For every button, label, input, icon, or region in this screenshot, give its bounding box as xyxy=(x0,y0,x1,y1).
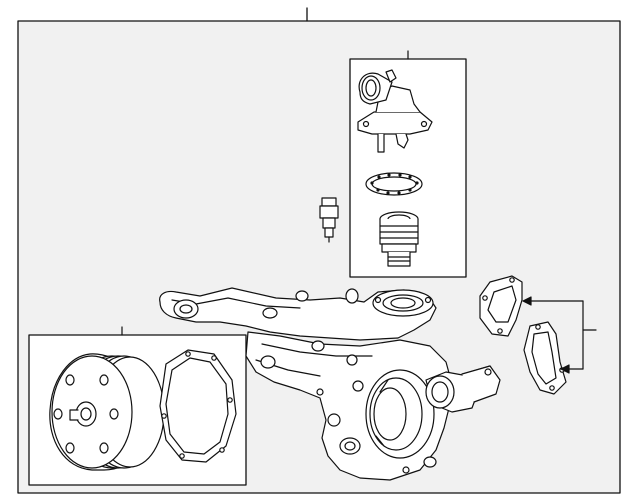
temperature-sensor xyxy=(319,197,339,243)
housing-gasket-upper xyxy=(479,275,523,337)
water-pump-gasket xyxy=(159,349,237,463)
housing-gasket-lower xyxy=(523,321,567,395)
gasket-callout-bracket xyxy=(522,296,597,374)
water-pump-pulley xyxy=(49,353,165,471)
water-pump-housing xyxy=(159,287,501,481)
thermostat-housing xyxy=(357,69,433,153)
thermostat xyxy=(379,211,419,267)
thermostat-seal xyxy=(365,172,423,196)
